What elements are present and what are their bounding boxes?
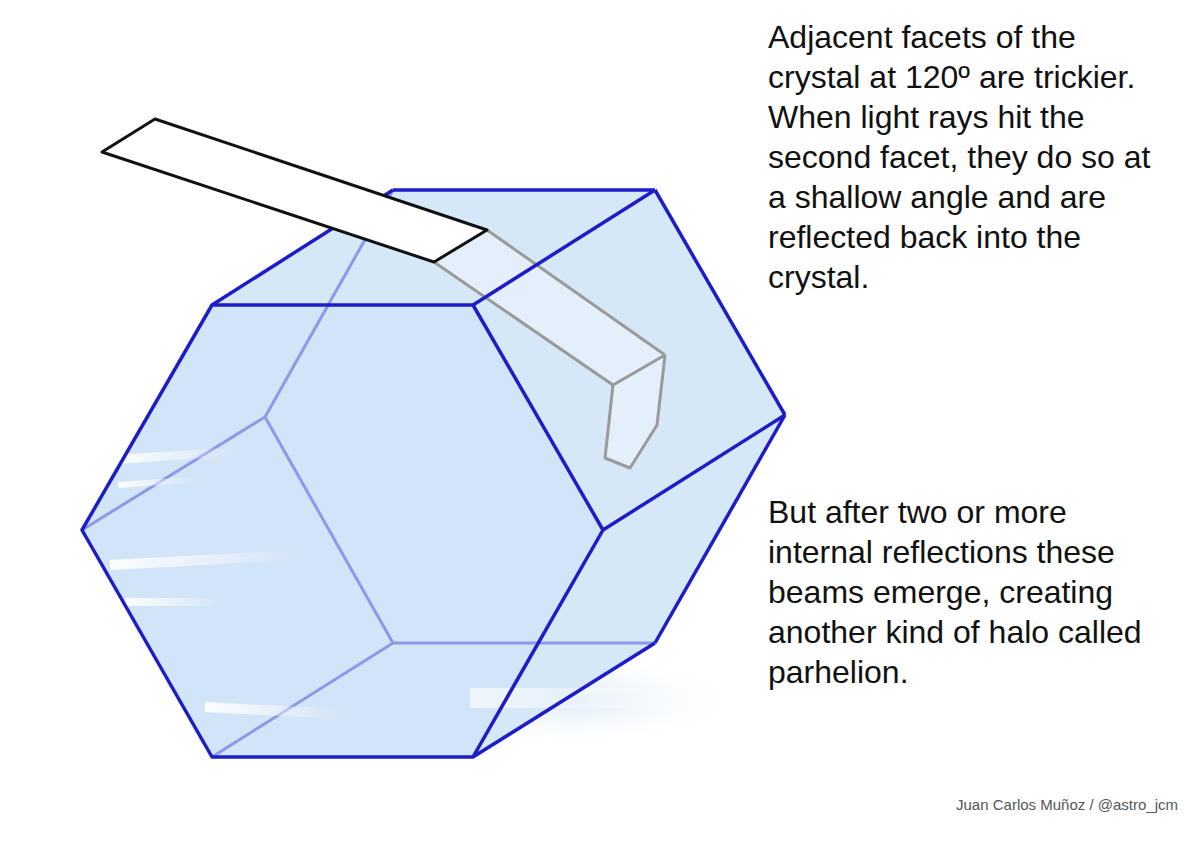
light-streak	[118, 476, 198, 488]
visible-edges	[82, 190, 785, 757]
internal-beam	[434, 230, 665, 468]
prism-edge	[473, 643, 655, 757]
prism-edge	[603, 415, 785, 530]
hidden-edge	[265, 417, 393, 643]
explanation-text: Adjacent facets of the crystal at 120º a…	[768, 17, 1173, 297]
reflected-beam	[605, 355, 665, 468]
light-streak	[125, 598, 225, 606]
hidden-edge	[82, 417, 265, 530]
credit-text: Juan Carlos Muñoz / @astro_jcm	[860, 795, 1178, 815]
beam-edge	[613, 355, 665, 385]
hidden-edge	[393, 642, 655, 645]
beam-edge	[434, 262, 613, 385]
light-streak	[205, 702, 345, 719]
light-streak	[110, 550, 300, 570]
explanation-text: But after two or more internal reflectio…	[768, 492, 1173, 692]
prism-edge	[655, 415, 785, 643]
internal-beam-outline	[434, 230, 665, 468]
light-streak	[118, 447, 238, 464]
prism-edge	[393, 188, 655, 192]
crystal-body	[82, 190, 785, 757]
beam-edge	[487, 230, 665, 355]
prism-edge	[655, 190, 785, 415]
light-streaks	[110, 447, 720, 720]
hidden-edge	[212, 643, 393, 757]
front-hexagon	[82, 305, 603, 757]
hidden-edges	[82, 190, 655, 757]
incoming-beam	[102, 119, 487, 262]
prism-edge	[473, 190, 655, 305]
